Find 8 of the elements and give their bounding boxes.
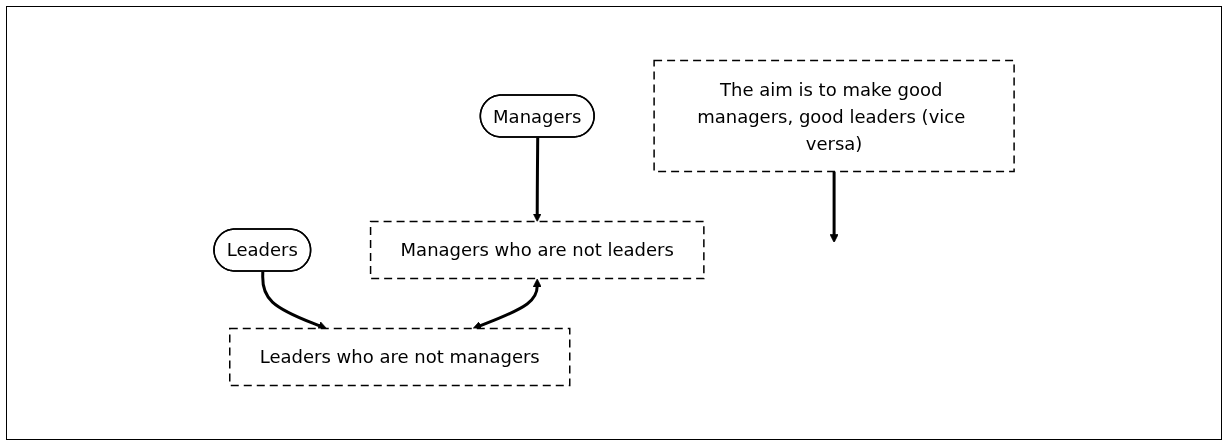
node-box [369, 220, 705, 280]
arrow [829, 171, 839, 243]
arrow [472, 278, 542, 330]
diagram-frame: The aim is to make good managers, good leaders (vice versa) Managers Leaders Managers who are not leaders Leaders who are not managers [6, 6, 1222, 440]
node-box [228, 327, 571, 387]
arrow [532, 137, 542, 222]
arrow [261, 271, 327, 330]
node-box [653, 59, 1015, 173]
